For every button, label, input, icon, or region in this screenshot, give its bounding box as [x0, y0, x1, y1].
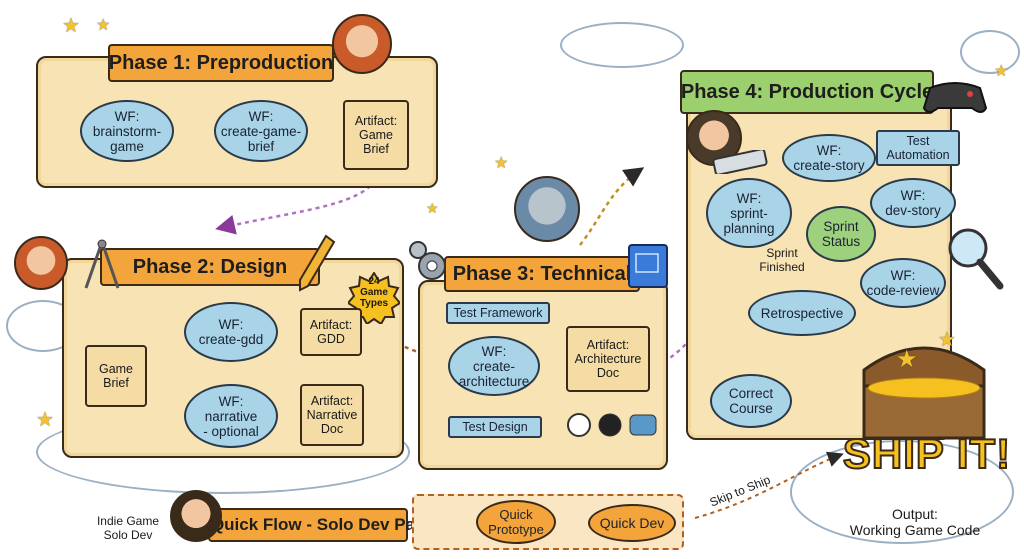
star-icon: ★ [36, 409, 54, 431]
architecture-doc-artifact: Artifact: Architecture Doc [566, 326, 650, 392]
pencil-icon [296, 232, 336, 292]
star-icon: ★ [62, 15, 80, 37]
test-framework-tag: Test Framework [446, 302, 550, 324]
sprint-finished-label: Sprint Finished [759, 246, 805, 274]
phase2-banner: Phase 2: Design [100, 248, 320, 286]
keyboard-icon [712, 148, 768, 176]
retrospective-node: Retrospective [748, 290, 856, 336]
star-icon: ★ [896, 346, 918, 373]
game-types-text: 24 Game Types [359, 276, 389, 309]
dev-story-node: WF: dev-story [870, 178, 956, 228]
test-design-tag: Test Design [448, 416, 542, 438]
gamepad-icon [920, 74, 990, 118]
star-icon: ★ [494, 155, 509, 172]
narrative-node: WF: narrative - optional [184, 384, 278, 448]
indie-solo-dev-label: Indie Game Solo Dev [96, 514, 160, 542]
cloud-top-right [560, 22, 684, 68]
treasure-chest-icon [844, 330, 1004, 442]
correct-course-node: Correct Course [710, 374, 792, 428]
solo-dev-avatar [170, 490, 222, 542]
star-icon: ★ [96, 17, 111, 34]
test-automation-tag: Test Automation [876, 130, 960, 166]
phase3-banner: Phase 3: Technical [444, 256, 640, 292]
create-gdd-node: WF: create-gdd [184, 302, 278, 362]
dragon-avatar [514, 176, 580, 242]
magnifier-icon [944, 224, 1006, 294]
code-review-node: WF: code-review [860, 258, 946, 308]
compass-icon [80, 238, 124, 292]
gear-icon [406, 238, 452, 284]
star-icon: ★ [938, 329, 956, 351]
create-game-brief-node: WF: create-game- brief [214, 100, 308, 162]
star-icon: ★ [994, 63, 1009, 80]
star-icon: ★ [426, 200, 439, 216]
phase4-banner: Phase 4: Production Cycle [680, 70, 934, 114]
quick-flow-banner: Quick Flow - Solo Dev Path [210, 515, 432, 534]
narrative-doc-artifact: Artifact: Narrative Doc [300, 384, 364, 446]
quick-flow-band [208, 508, 408, 542]
create-story-node: WF: create-story [782, 134, 876, 182]
engine-icons [566, 412, 660, 438]
headset-girl-avatar [332, 14, 392, 74]
cloud-right [960, 30, 1020, 74]
quick-dev-node: Quick Dev [588, 504, 676, 542]
game-brief-input: Game Brief [85, 345, 147, 407]
headset-girl-avatar-2 [14, 236, 68, 290]
brainstorm-game-node: WF: brainstorm- game [80, 100, 174, 162]
sprint-planning-node: WF: sprint- planning [706, 178, 792, 248]
gdd-artifact: Artifact: GDD [300, 308, 362, 356]
sprint-status-node: Sprint Status [806, 206, 876, 262]
create-architecture-node: WF: create- architecture [448, 336, 540, 396]
game-brief-artifact: Artifact: Game Brief [343, 100, 409, 170]
quick-prototype-node: Quick Prototype [476, 500, 556, 544]
blueprint-icon [626, 242, 670, 290]
phase1-banner: Phase 1: Preproduction [108, 44, 334, 82]
output-label: Output: Working Game Code [849, 506, 981, 538]
ship-it-text: SHIP IT! [842, 429, 1012, 478]
